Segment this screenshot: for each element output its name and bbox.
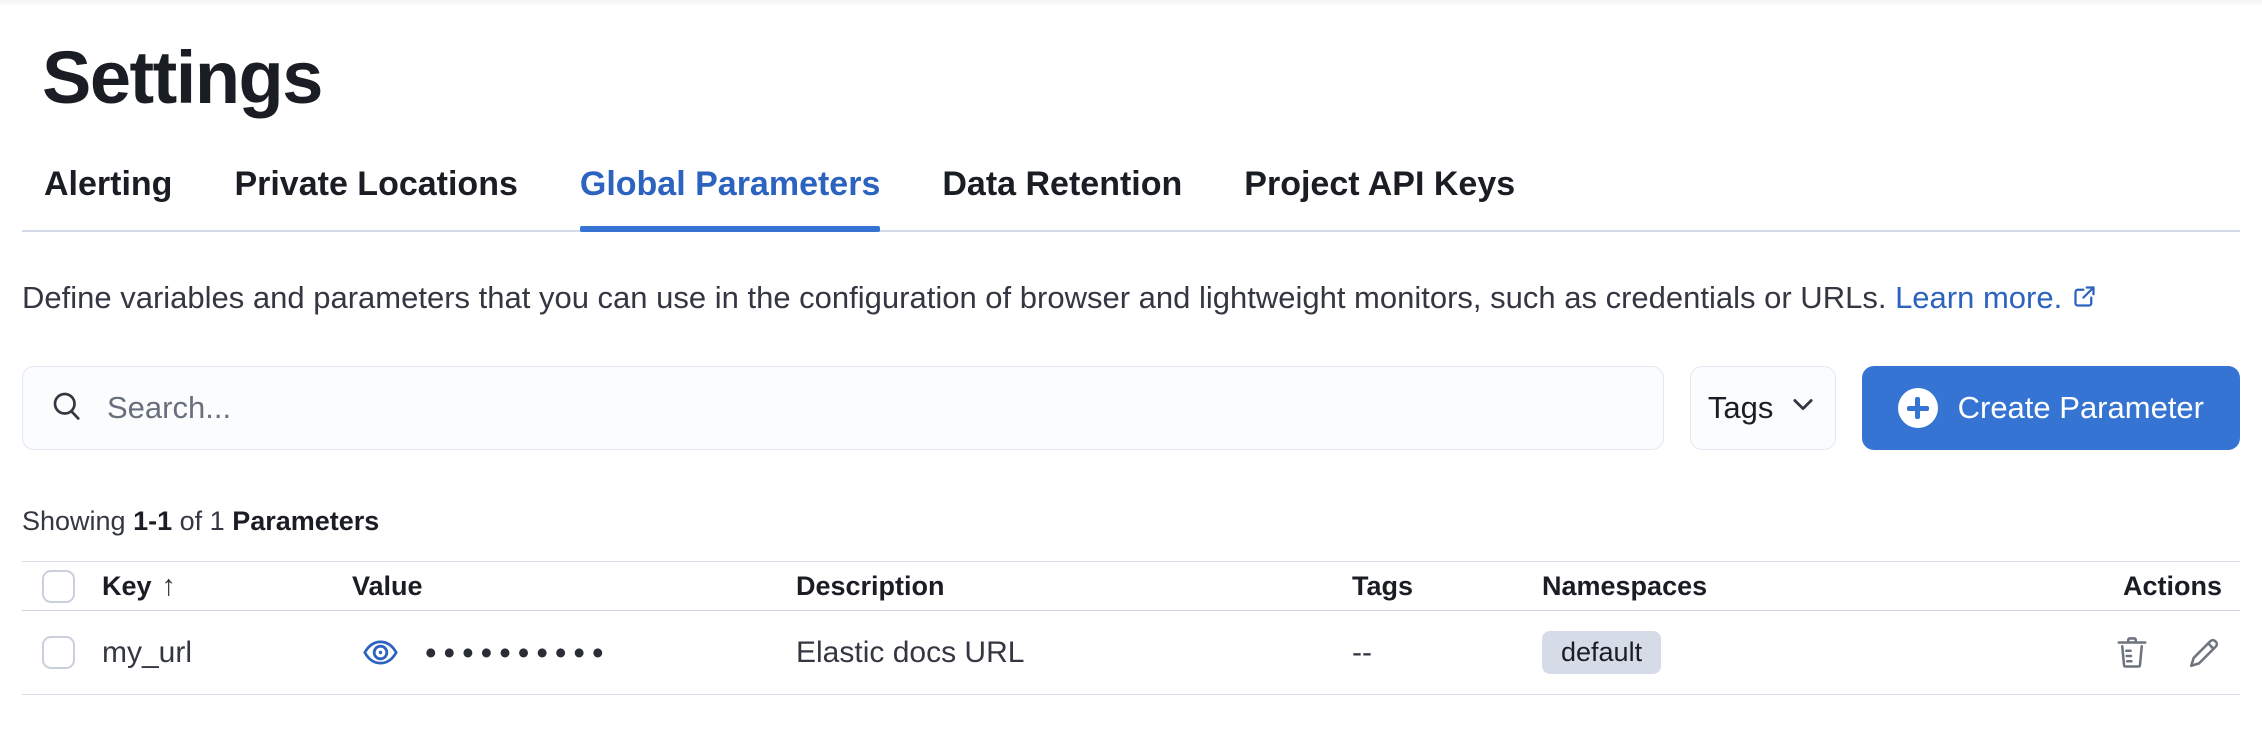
column-header-description: Description	[796, 570, 945, 601]
column-header-namespaces: Namespaces	[1542, 570, 1708, 601]
row-checkbox[interactable]	[42, 636, 75, 669]
tags-filter-label: Tags	[1707, 390, 1774, 425]
table-header-row: Key↑ Value Description Tags Namespaces A…	[22, 562, 2240, 611]
parameters-toolbar: Tags Create Parameter	[22, 366, 2240, 450]
edit-icon[interactable]	[2186, 635, 2222, 671]
tab-data-retention[interactable]: Data Retention	[942, 165, 1183, 203]
param-key: my_url	[102, 635, 193, 669]
settings-tab-bar: Alerting Private Locations Global Parame…	[22, 165, 2240, 232]
search-input[interactable]	[107, 390, 1637, 426]
masked-value: ••••••••••	[425, 633, 611, 671]
page-title: Settings	[42, 36, 323, 119]
table-row: my_url •••••••••• Elastic docs URL -- de…	[22, 611, 2240, 695]
tab-alerting[interactable]: Alerting	[44, 165, 173, 203]
sort-ascending-icon: ↑	[161, 569, 177, 602]
parameters-table: Key↑ Value Description Tags Namespaces A…	[22, 561, 2240, 695]
description-text: Define variables and parameters that you…	[22, 280, 1887, 315]
create-parameter-button[interactable]: Create Parameter	[1861, 366, 2240, 450]
search-box	[22, 366, 1664, 450]
column-header-value: Value	[352, 570, 423, 601]
summary-range: 1-1	[133, 506, 173, 536]
column-header-actions: Actions	[2122, 570, 2222, 601]
tab-project-api-keys[interactable]: Project API Keys	[1244, 165, 1516, 203]
param-actions	[1942, 635, 2240, 671]
create-parameter-label: Create Parameter	[1957, 390, 2204, 425]
summary-entity: Parameters	[232, 506, 380, 536]
eye-icon[interactable]	[362, 634, 399, 671]
top-edge-strip	[0, 0, 2262, 7]
settings-page: Settings Alerting Private Locations Glob…	[0, 41, 2262, 695]
param-tags: --	[1352, 635, 1372, 669]
delete-icon[interactable]	[2114, 635, 2150, 671]
param-description: Elastic docs URL	[796, 635, 1025, 669]
param-namespaces: default	[1542, 631, 1942, 674]
plus-in-circle-icon	[1897, 388, 1938, 428]
tab-private-locations[interactable]: Private Locations	[234, 165, 518, 203]
summary-of-count: of 1	[179, 506, 225, 536]
learn-more-link[interactable]: Learn more.	[1895, 280, 2098, 315]
chevron-down-icon	[1789, 390, 1817, 426]
external-link-icon	[2071, 276, 2098, 324]
results-summary: Showing 1-1 of 1 Parameters	[22, 506, 2240, 537]
tab-global-parameters[interactable]: Global Parameters	[579, 165, 881, 232]
column-header-key[interactable]: Key↑	[102, 569, 177, 602]
magnifier-icon	[49, 388, 85, 429]
select-all-checkbox[interactable]	[42, 569, 75, 603]
summary-prefix: Showing	[22, 506, 126, 536]
tags-filter-button[interactable]: Tags	[1689, 366, 1836, 450]
page-description: Define variables and parameters that you…	[22, 274, 2240, 324]
column-header-tags: Tags	[1352, 570, 1414, 601]
param-value-cell: ••••••••••	[352, 634, 796, 672]
namespace-badge: default	[1542, 631, 1662, 674]
